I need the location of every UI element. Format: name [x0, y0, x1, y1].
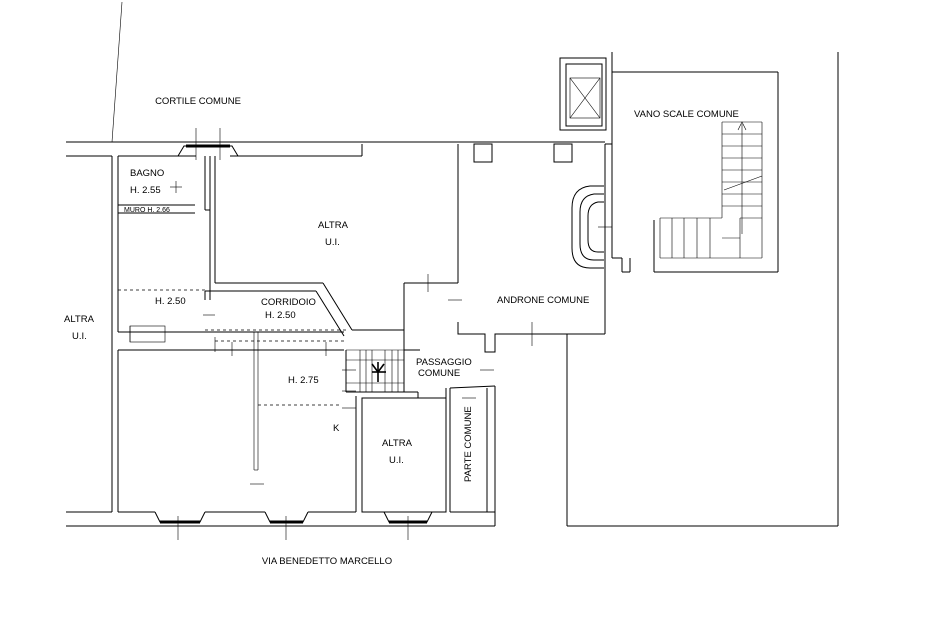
common-stairs	[659, 121, 763, 259]
street-label: VIA BENEDETTO MARCELLO	[262, 556, 392, 567]
passage-stairs	[345, 349, 418, 393]
altra-ui-walls	[204, 144, 459, 337]
dashed-lines	[118, 289, 346, 471]
corridoio-height-label: H. 2.50	[265, 310, 296, 321]
site-boundary	[66, 1, 839, 527]
muro-label: MURO H. 2.66	[124, 207, 170, 214]
kitchen-label: K	[333, 423, 340, 434]
androne-label: ANDRONE COMUNE	[497, 295, 589, 306]
altra-ui-left-label-2: U.I.	[72, 331, 87, 342]
parte-comune-label: PARTE COMUNE	[463, 406, 474, 482]
androne-walls	[403, 143, 606, 353]
bagno-height-label: H. 2.55	[130, 185, 161, 196]
bagno-walls	[118, 156, 211, 300]
altra-ui-top-label: ALTRA	[318, 220, 349, 231]
opening-marks	[129, 299, 533, 485]
elevator-box	[559, 57, 612, 269]
altra-ui-lower-label-2: U.I.	[389, 455, 404, 466]
windows	[154, 128, 433, 540]
height-250-label: H. 2.50	[155, 296, 186, 307]
altra-ui-top-label-2: U.I.	[325, 237, 340, 248]
passaggio-label-2: COMUNE	[418, 368, 460, 379]
unit-walls	[111, 144, 363, 513]
bagno-label: BAGNO	[130, 168, 164, 179]
passaggio-label: PASSAGGIO	[416, 357, 472, 368]
altra-ui-lower-label: ALTRA	[382, 438, 413, 449]
vano-scale-label: VANO SCALE COMUNE	[634, 109, 739, 120]
lower-units	[361, 385, 496, 526]
cortile-label: CORTILE COMUNE	[155, 96, 241, 107]
corridoio-label: CORRIDOIO	[261, 297, 316, 308]
altra-ui-left-label: ALTRA	[64, 314, 95, 325]
vano-scale-walls	[605, 52, 779, 273]
height-275-label: H. 2.75	[288, 375, 319, 386]
